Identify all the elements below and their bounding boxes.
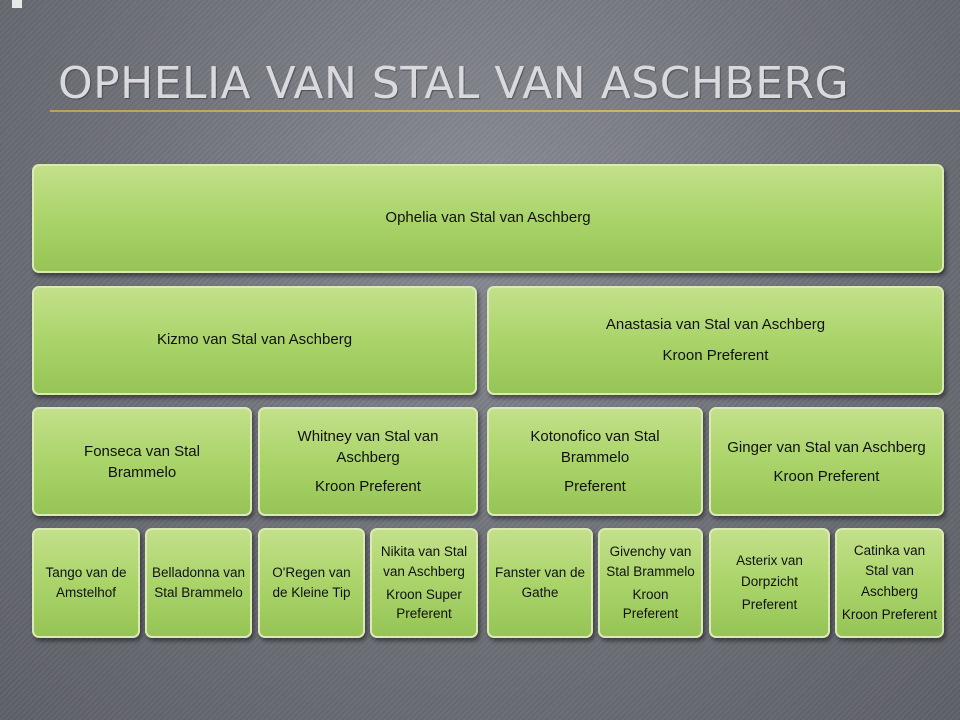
horse-predicate: Kroon Preferent bbox=[773, 467, 880, 485]
horse-name: Ophelia van Stal van Aschberg bbox=[385, 209, 591, 227]
horse-name: Fanster van de Gathe bbox=[494, 564, 586, 600]
horse-name: Fonseca van Stal Brammelo bbox=[84, 442, 200, 481]
great-grandparent-2[interactable]: Belladonna van Stal Brammelo bbox=[145, 528, 252, 638]
great-grandparent-6[interactable]: Givenchy van Stal Brammelo Kroon Prefere… bbox=[598, 528, 703, 638]
horse-name: Kotonofico van Stal Brammelo bbox=[530, 428, 660, 466]
great-grandparent-7[interactable]: Asterix van Dorpzicht Preferent bbox=[709, 528, 830, 638]
horse-name: Belladonna van Stal Brammelo bbox=[151, 564, 246, 600]
pedigree-root[interactable]: Ophelia van Stal van Aschberg bbox=[32, 164, 944, 273]
grandparent-2[interactable]: Whitney van Stal van Aschberg Kroon Pref… bbox=[258, 407, 478, 516]
horse-predicate: Kroon Preferent bbox=[662, 346, 769, 364]
great-grandparent-5[interactable]: Fanster van de Gathe bbox=[487, 528, 593, 638]
great-grandparent-8[interactable]: Catinka van Stal van Aschberg Kroon Pref… bbox=[835, 528, 944, 638]
slide-title: OPHELIA VAN STAL VAN ASCHBERG bbox=[58, 58, 850, 109]
parent-sire[interactable]: Kizmo van Stal van Aschberg bbox=[32, 286, 477, 395]
horse-predicate: Preferent bbox=[564, 478, 626, 495]
title-underline bbox=[50, 110, 960, 112]
horse-predicate: Kroon Super Preferent bbox=[386, 587, 462, 622]
horse-predicate: Kroon Preferent bbox=[622, 587, 679, 622]
horse-name: Whitney van Stal van Aschberg bbox=[297, 428, 439, 466]
horse-name: Anastasia van Stal van Aschberg bbox=[605, 315, 826, 333]
corner-mark bbox=[12, 0, 22, 8]
great-grandparent-3[interactable]: O'Regen van de Kleine Tip bbox=[258, 528, 365, 638]
horse-predicate: Kroon Preferent bbox=[841, 606, 938, 622]
great-grandparent-4[interactable]: Nikita van Stal van Aschberg Kroon Super… bbox=[370, 528, 478, 638]
great-grandparent-1[interactable]: Tango van de Amstelhof bbox=[32, 528, 140, 638]
horse-predicate: Kroon Preferent bbox=[315, 478, 421, 495]
horse-name: Catinka van Stal van Aschberg bbox=[853, 543, 926, 599]
grandparent-1[interactable]: Fonseca van Stal Brammelo bbox=[32, 407, 252, 516]
grandparent-4[interactable]: Ginger van Stal van Aschberg Kroon Prefe… bbox=[709, 407, 944, 516]
horse-name: O'Regen van de Kleine Tip bbox=[272, 564, 351, 600]
horse-name: Givenchy van Stal Brammelo bbox=[606, 543, 695, 580]
horse-name: Tango van de Amstelhof bbox=[45, 564, 127, 600]
horse-name: Nikita van Stal van Aschberg bbox=[380, 543, 468, 580]
grandparent-3[interactable]: Kotonofico van Stal Brammelo Preferent bbox=[487, 407, 703, 516]
horse-name: Ginger van Stal van Aschberg bbox=[727, 438, 926, 456]
horse-predicate: Preferent bbox=[741, 596, 798, 612]
horse-name: Kizmo van Stal van Aschberg bbox=[156, 331, 353, 349]
horse-name: Asterix van Dorpzicht bbox=[736, 553, 803, 589]
parent-dam[interactable]: Anastasia van Stal van Aschberg Kroon Pr… bbox=[487, 286, 944, 395]
